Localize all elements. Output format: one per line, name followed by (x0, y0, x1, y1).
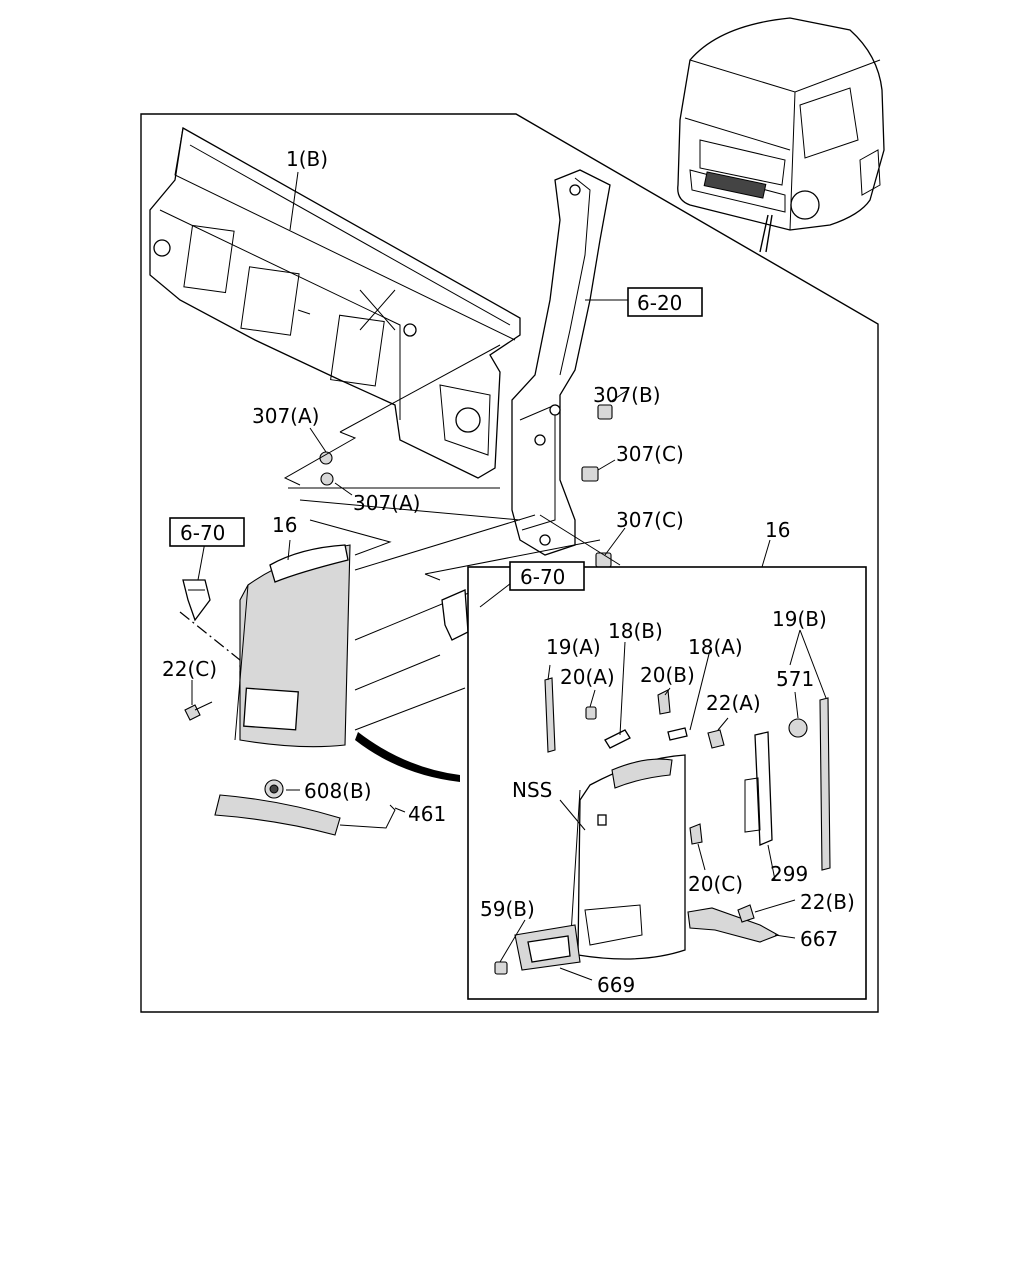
clip-20a (585, 706, 597, 720)
bezel-669 (514, 924, 581, 971)
label-669: 669 (597, 973, 635, 997)
label-20a: 20(A) (560, 665, 615, 689)
label-307a-bottom: 307(A) (353, 491, 420, 515)
side-trim-left (234, 544, 351, 748)
detail-arrow (355, 732, 460, 782)
label-59b: 59(B) (480, 897, 535, 921)
label-nss: NSS (512, 778, 552, 802)
label-18a: 18(A) (688, 635, 743, 659)
label-22c: 22(C) (162, 657, 217, 681)
label-19b: 19(B) (772, 607, 827, 631)
label-18b: 18(B) (608, 619, 663, 643)
clip-307c-upper (581, 466, 599, 482)
cowl-panel (149, 126, 521, 479)
label-6-20: 6-20 (637, 291, 682, 315)
label-20b: 20(B) (640, 663, 695, 687)
a-pillar (511, 169, 611, 556)
box-6-70-left (169, 517, 245, 547)
clip-307a-upper (319, 451, 333, 465)
label-307c-bottom: 307(C) (616, 508, 684, 532)
fastener-571 (788, 718, 808, 738)
label-1b: 1(B) (286, 147, 328, 171)
bracket-left (182, 579, 211, 622)
label-307c-top: 307(C) (616, 442, 684, 466)
strip-18a (667, 727, 688, 741)
clip-307b (597, 404, 613, 420)
label-16-right: 16 (765, 518, 790, 542)
label-20c: 20(C) (688, 872, 743, 896)
leader-lines (191, 171, 827, 981)
bolt-22a (707, 729, 725, 749)
label-461: 461 (408, 802, 446, 826)
side-trim-nss (569, 754, 686, 960)
label-571: 571 (776, 667, 814, 691)
label-667: 667 (800, 927, 838, 951)
truck-cab-thumbnail (677, 17, 885, 253)
clip-20b (657, 689, 671, 715)
label-299: 299 (770, 862, 808, 886)
label-22b: 22(B) (800, 890, 855, 914)
bolt-22b (737, 904, 755, 923)
bolt-22c (184, 701, 213, 721)
label-608b: 608(B) (304, 779, 372, 803)
label-16-left: 16 (272, 513, 297, 537)
box-6-20 (627, 287, 703, 317)
label-307a-top: 307(A) (252, 404, 319, 428)
label-22a: 22(A) (706, 691, 761, 715)
strip-18b (604, 729, 631, 749)
strip-19b (819, 697, 831, 871)
main-frame (140, 113, 879, 1013)
clip-59b (494, 961, 508, 975)
molding-461 (214, 779, 341, 836)
label-6-70-mid: 6-70 (520, 565, 565, 589)
label-307b: 307(B) (593, 383, 661, 407)
label-6-70-left: 6-70 (180, 521, 225, 545)
clip-307a-lower (320, 472, 334, 486)
bracket-667 (687, 907, 780, 943)
box-6-70-mid (509, 561, 585, 591)
label-19a: 19(A) (546, 635, 601, 659)
strip-19a (544, 677, 556, 753)
clip-20c (689, 823, 703, 845)
